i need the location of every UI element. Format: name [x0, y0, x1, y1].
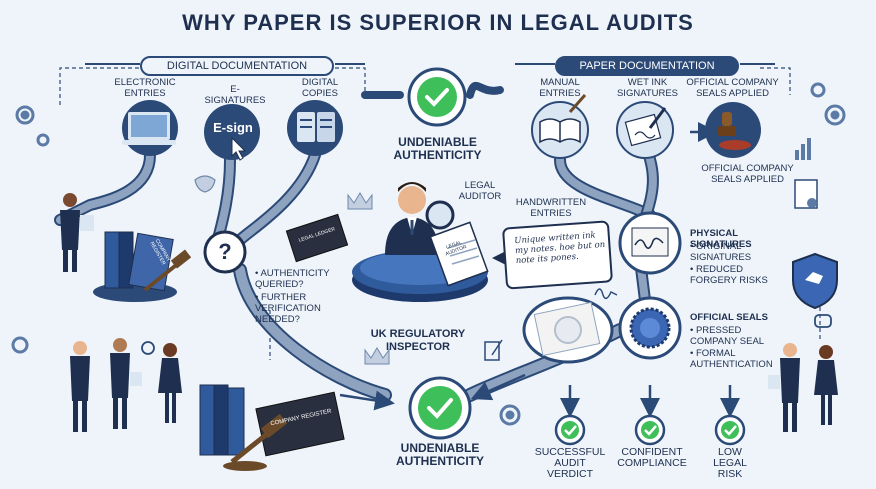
official-seals-title: OFFICIAL SEALS: [690, 312, 768, 323]
e-sign-icon: [204, 104, 260, 161]
check-badge-top: [407, 67, 467, 127]
pen-signing-icon: [616, 101, 674, 159]
outcome-confident-compliance: CONFIDENT COMPLIANCE: [617, 446, 687, 469]
paper-header: PAPER DOCUMENTATION: [555, 56, 739, 76]
person-group-right: [768, 343, 838, 432]
ledger-book: [285, 213, 349, 263]
server-icon: [287, 100, 343, 156]
chat-bubble-icon: [141, 314, 832, 355]
flow-arrows: [339, 122, 740, 418]
pressed-seal-document: [522, 296, 614, 364]
authenticity-queried-text: • AUTHENTICITY QUERIED?: [255, 268, 330, 290]
signature-circle: [618, 211, 682, 275]
wet-ink-signatures-label: WET INK SIGNATURES: [616, 77, 679, 99]
outcome-badge-1: [554, 414, 586, 446]
authenticity-top-label: UNDENIABLE AUTHENTICITY: [393, 135, 482, 162]
outcome-badge-2: [634, 414, 666, 446]
legal-auditor-label: LEGAL AUDITOR: [458, 180, 502, 202]
document-certificate-icon: [794, 179, 818, 209]
question-bubble: [203, 230, 247, 274]
handwritten-entries-label: HANDWRITTEN ENTRIES: [515, 197, 587, 219]
binders-large: [199, 384, 345, 471]
outcome-low-legal-risk: LOW LEGAL RISK: [713, 446, 747, 480]
binders-small: [93, 231, 192, 302]
e-signatures-label: E-SIGNATURES: [204, 84, 266, 106]
manual-entries-label: MANUAL ENTRIES: [539, 77, 581, 99]
official-seals-applied-label: OFFICIAL COMPANY SEALS APPLIED: [686, 77, 779, 99]
handwritten-note-text: Unique written ink my notes. hoe but on …: [514, 230, 606, 267]
question-mark: ?: [218, 239, 232, 264]
person-group-left: [70, 338, 182, 432]
auditor-figure-icon: [385, 182, 489, 287]
digital-copies-label: DIGITAL COPIES: [301, 77, 339, 99]
official-seals-applied-side-label: OFFICIAL COMPANY SEALS APPLIED: [701, 163, 794, 185]
e-sign-text: E-sign: [213, 120, 253, 135]
original-signatures-text: • ORIGINAL SIGNATURES: [690, 241, 752, 263]
formal-authentication-text: • FORMAL AUTHENTICATION: [690, 348, 773, 370]
open-book-icon: [531, 94, 589, 159]
crown-icon: [347, 192, 390, 365]
person-left-top: [60, 193, 94, 272]
outcome-successful-verdict: SUCCESSFUL AUDIT VERDICT: [534, 446, 606, 480]
pressed-seal-text: • PRESSED COMPANY SEAL: [690, 325, 765, 347]
outcome-badge-3: [714, 414, 746, 446]
electronic-entries-label: ELECTRONIC ENTRIES: [114, 77, 176, 99]
signature-scribble: [594, 288, 618, 300]
lion-emblem-icon: [194, 175, 216, 193]
reduced-forgery-text: • REDUCED FORGERY RISKS: [690, 264, 768, 286]
bar-chart-icon: [795, 138, 811, 160]
seal-circle: [618, 296, 682, 360]
uk-inspector-label: UK REGULATORY INSPECTOR: [370, 328, 466, 353]
check-badge-bottom: [408, 376, 472, 440]
laptop-icon: [122, 100, 178, 156]
handwritten-note-card: [492, 220, 613, 290]
stamp-icon: [705, 102, 761, 158]
gear-icon: [11, 82, 846, 426]
edit-document-icon: [484, 339, 503, 361]
page-title: WHY PAPER IS SUPERIOR IN LEGAL AUDITS: [182, 10, 694, 35]
physical-signatures-title: PHYSICAL SIGNATURES: [690, 228, 752, 250]
further-verification-text: • FURTHER VERIFICATION NEEDED?: [255, 292, 321, 325]
digital-header: DIGITAL DOCUMENTATION: [140, 56, 334, 76]
authenticity-bottom-label: UNDENIABLE AUTHENTICITY: [396, 441, 484, 468]
shield-icon: [792, 252, 838, 310]
